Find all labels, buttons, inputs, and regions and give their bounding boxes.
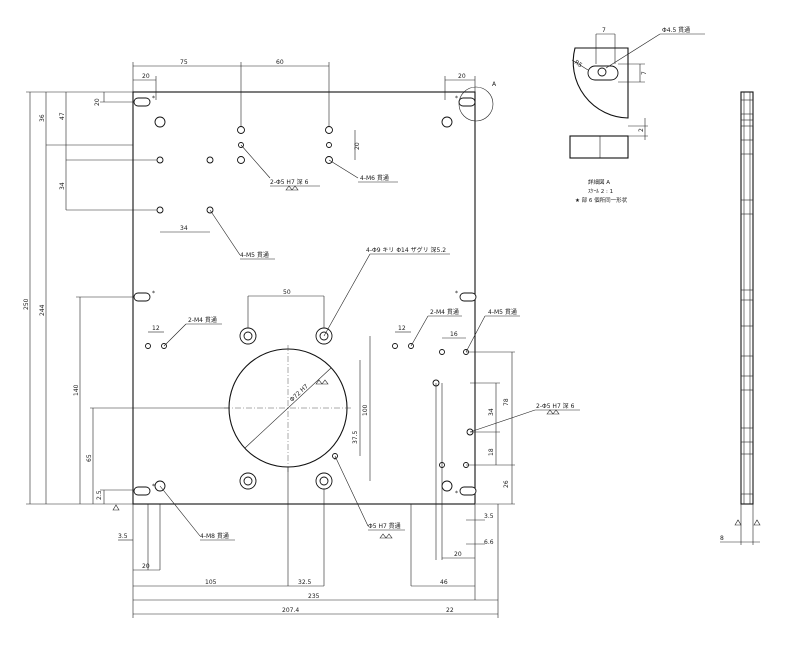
dim-75: 75 xyxy=(180,59,188,66)
dim-250: 250 xyxy=(23,298,30,310)
detail-phi45: Φ4.5 貫通 xyxy=(662,26,690,34)
right-dim-lines xyxy=(466,351,515,505)
dim-34-h: 34 xyxy=(180,225,188,232)
dim-34-v: 34 xyxy=(59,182,66,190)
dim-2.5: 2.5 xyxy=(96,490,103,500)
detail-note: ★ 部 6 個所同一形状 xyxy=(575,196,628,204)
dim-36: 36 xyxy=(39,114,46,122)
detail-a-marker-label: A xyxy=(492,81,497,88)
m8-holes xyxy=(154,116,453,492)
m5-holes-left xyxy=(156,156,214,214)
dim-47: 47 xyxy=(59,112,66,120)
m5-holes-right xyxy=(432,349,474,468)
dim-3.5-right: 3.5 xyxy=(484,513,494,520)
dim-3.5-bottom: 3.5 xyxy=(118,533,128,540)
callout-2m4-right: 2-M4 貫通 xyxy=(430,308,459,316)
m4-holes xyxy=(145,343,414,349)
m6-holes xyxy=(237,126,333,164)
counterbore-holes xyxy=(239,327,333,490)
dim-20-bottom-left: 20 xyxy=(142,563,150,570)
detail-title: 詳細図 A xyxy=(588,178,610,186)
dim-60: 60 xyxy=(276,59,284,66)
dim-244: 244 xyxy=(39,304,46,316)
top-dim-lines xyxy=(133,65,475,81)
callout-4m8: 4-M8 貫通 xyxy=(200,532,229,540)
dim-140: 140 xyxy=(73,384,80,396)
dim-37.5: 37.5 xyxy=(352,430,359,444)
dim-105: 105 xyxy=(205,579,217,586)
callout-4m6: 4-M6 貫通 xyxy=(360,174,389,182)
callout-2-phi5h7-right: 2-Φ5 H7 深 6 xyxy=(536,402,575,410)
dim-22: 22 xyxy=(446,607,454,614)
dim-46: 46 xyxy=(440,579,448,586)
callout-phi72: Φ72 H7 xyxy=(289,383,310,404)
dim-100: 100 xyxy=(362,404,369,416)
dim-34-right: 34 xyxy=(488,408,495,416)
dim-32.5: 32.5 xyxy=(298,579,312,586)
svg-text:*: * xyxy=(455,490,458,497)
dim-20-bottom-right: 20 xyxy=(454,551,462,558)
detail-dim-7a: 7 xyxy=(602,27,606,34)
callout-4m5-right: 4-M5 貫通 xyxy=(488,308,517,316)
svg-text:*: * xyxy=(152,95,155,102)
svg-text:*: * xyxy=(455,95,458,102)
top-extension-lines xyxy=(132,62,476,128)
dim-235: 235 xyxy=(308,593,320,600)
dim-207.4: 207.4 xyxy=(282,607,299,614)
dim-12-left: 12 xyxy=(152,325,160,332)
detail-scale: ｽｹｰﾙ 2 : 1 xyxy=(588,188,613,195)
leaders-upper xyxy=(209,144,398,260)
bottom-dim-lines xyxy=(118,383,499,618)
plate-outline xyxy=(132,91,476,505)
side-view xyxy=(720,91,761,545)
dim-78: 78 xyxy=(503,398,510,406)
detail-dim-7b: 7 xyxy=(641,71,648,75)
dim-26: 26 xyxy=(503,480,510,488)
detail-dim-r: R5 xyxy=(573,59,584,69)
svg-text:*: * xyxy=(152,483,155,490)
detail-a-marker-circle xyxy=(458,86,494,122)
dim-18: 18 xyxy=(488,448,495,456)
dim-20-v: 20 xyxy=(94,98,101,106)
callout-2m4-left: 2-M4 貫通 xyxy=(188,316,217,324)
dim-20-top-right: 20 xyxy=(458,73,466,80)
left-dim-lines xyxy=(26,91,230,505)
dim-16: 16 xyxy=(450,331,458,338)
svg-text:*: * xyxy=(152,290,155,297)
dim-65: 65 xyxy=(86,454,93,462)
dim-50: 50 xyxy=(283,289,291,296)
detail-dim-2: 2 xyxy=(638,128,645,132)
dim-12-right: 12 xyxy=(398,325,406,332)
callout-4m5-left: 4-M5 貫通 xyxy=(240,251,269,259)
callout-2-phi5h7: 2-Φ5 H7 深 6 xyxy=(270,178,309,186)
svg-text:*: * xyxy=(455,290,458,297)
callout-phi5h7-center: Φ5 H7 貫通 xyxy=(368,522,401,530)
detail-a xyxy=(569,33,705,159)
side-dim-8: 8 xyxy=(720,535,724,542)
slot-holes: * * * * * * xyxy=(133,95,477,497)
dim-20-top-left: 20 xyxy=(142,73,150,80)
callout-4phi9: 4-Φ9 キリ Φ14 ザグリ 深5.2 xyxy=(366,246,446,254)
dim-6.6: 6.6 xyxy=(484,539,494,546)
dim-20-m6: 20 xyxy=(354,142,361,150)
